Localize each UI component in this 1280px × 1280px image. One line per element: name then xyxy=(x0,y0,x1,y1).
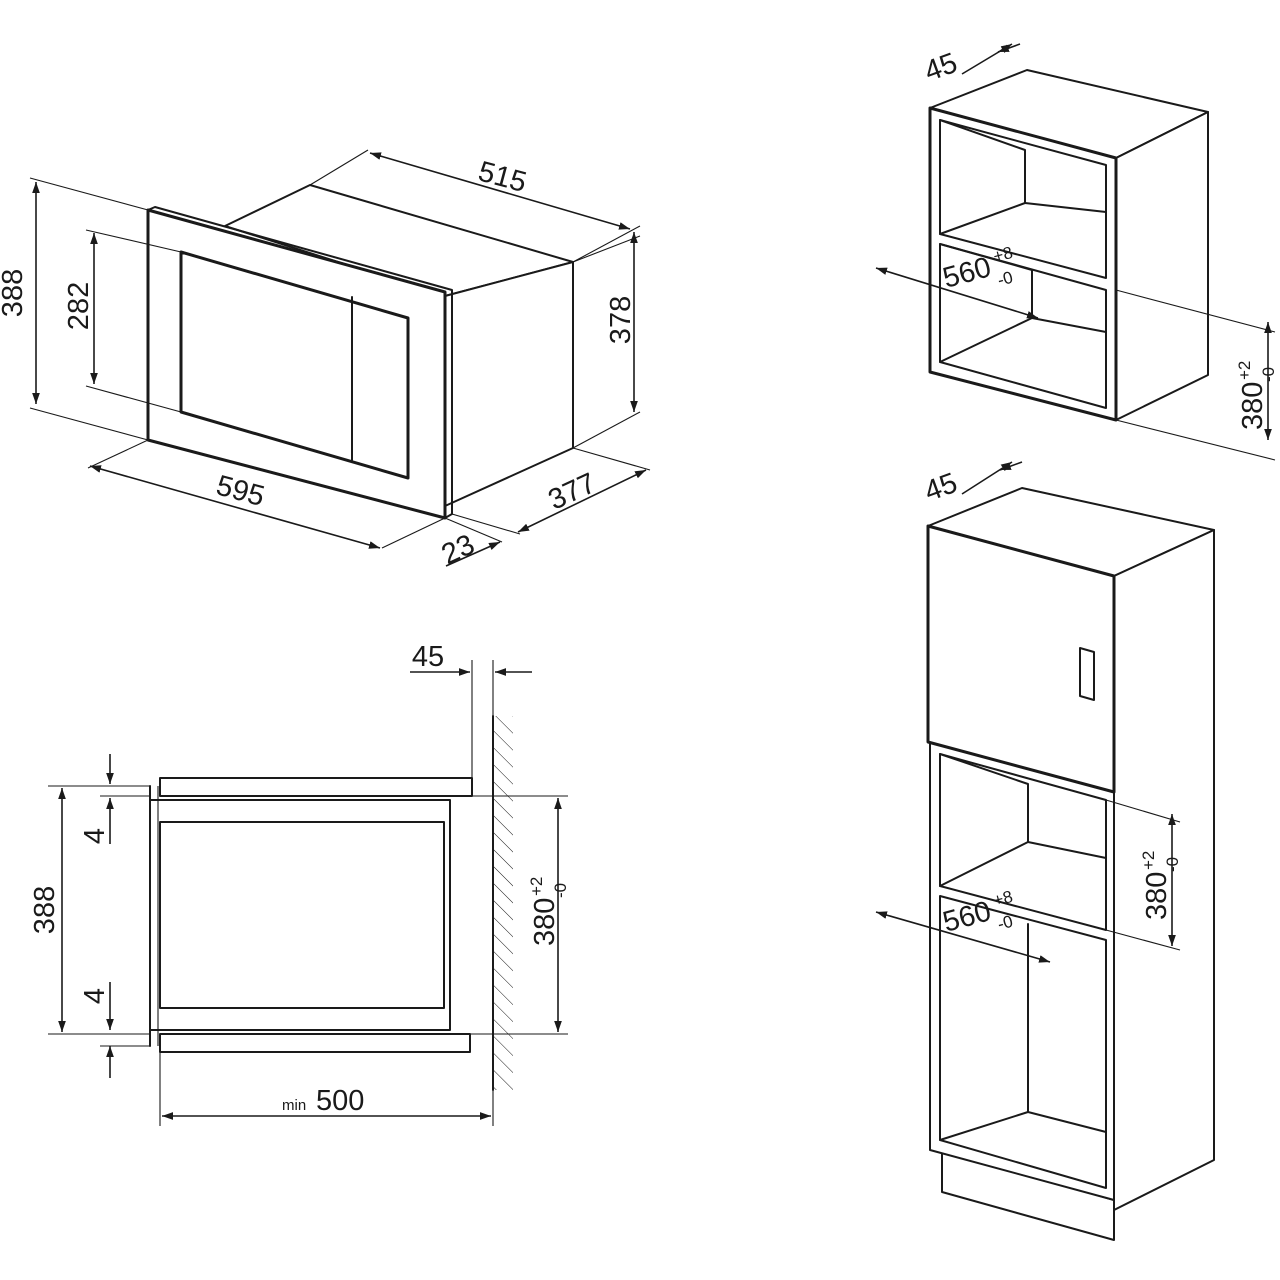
cabinet-lower-back-line xyxy=(1031,317,1107,333)
dim-niche-width-arrow xyxy=(875,267,1039,319)
cabinet-lower-back-line xyxy=(939,317,1033,363)
ext-line xyxy=(1115,289,1276,333)
tall-upper-door xyxy=(926,524,1116,794)
dim-window-height-label: 282 xyxy=(63,282,95,330)
dim-rear-gap-arrow xyxy=(961,43,1013,75)
dim-depth-arrow xyxy=(517,469,647,533)
dim-rear-gap-arrow xyxy=(961,461,1013,495)
dim-niche-height-tol-minus: -0 xyxy=(551,883,570,898)
dim-niche-height-tol-plus: +2 xyxy=(1139,851,1158,870)
ext-line xyxy=(309,149,369,186)
upper-shelf xyxy=(159,777,473,797)
ext-line xyxy=(1105,929,1181,951)
dim-front-width-label: 595 xyxy=(213,470,268,513)
cabinet-top-unit: 45 560 +8 -0 380 +2 -0 xyxy=(875,43,1278,461)
ext-line xyxy=(572,411,641,449)
dim-rear-gap-label: 45 xyxy=(920,47,961,88)
ext-line xyxy=(381,517,446,549)
ext-line xyxy=(451,513,521,535)
tall-niche-back xyxy=(939,753,1029,843)
dim-niche-height-label: 380 xyxy=(1141,872,1173,920)
dim-niche-width-arrow xyxy=(875,911,1051,963)
oven-isometric-view: 515 388 282 378 595 377 23 xyxy=(0,149,651,572)
tall-door-handle xyxy=(1079,647,1095,701)
dim-niche-width-tol-plus: +8 xyxy=(991,887,1015,910)
dim-body-height-label: 378 xyxy=(605,296,637,344)
ext-line xyxy=(87,439,149,469)
ext-line xyxy=(29,407,149,441)
dim-niche-height-label: 380 xyxy=(529,898,561,946)
dim-depth-prefix: min xyxy=(282,1097,306,1114)
ext-line xyxy=(572,225,641,263)
dim-bottom-gap-label: 4 xyxy=(79,988,111,1004)
cabinet-right-side xyxy=(1115,111,1209,421)
dim-niche-height-group: 380 +2 -0 xyxy=(527,877,570,946)
oven-side-body xyxy=(149,799,451,1031)
ext-line xyxy=(85,385,182,413)
dim-niche-height-tol-minus: -0 xyxy=(1163,857,1182,872)
dim-niche-width-tol-plus: +8 xyxy=(991,243,1015,266)
side-section-view: 45 388 4 4 380 +2 -0 min 500 xyxy=(29,641,570,1126)
dim-niche-width-tol-minus: -0 xyxy=(995,268,1015,290)
dim-niche-height-label: 380 xyxy=(1237,382,1269,430)
dim-total-height-label: 388 xyxy=(29,886,61,934)
ext-line xyxy=(444,517,503,543)
dim-niche-height-tol-minus: -0 xyxy=(1259,367,1278,382)
cabinet-upper-back xyxy=(939,119,1107,213)
dim-rear-gap-label: 45 xyxy=(920,467,961,508)
oven-front-edge xyxy=(147,206,453,519)
dim-niche-height-group: 380 +2 -0 xyxy=(1235,361,1278,430)
cabinet-lower-niche xyxy=(939,243,1107,409)
dim-width-label: 515 xyxy=(475,156,530,199)
dim-niche-width-tol-minus: -0 xyxy=(995,912,1015,934)
dim-front-thickness-arrow xyxy=(445,541,501,567)
lower-shelf xyxy=(159,1033,471,1053)
dim-front-thickness-label: 23 xyxy=(437,529,480,572)
ext-line xyxy=(85,229,182,253)
tall-niche-back-line xyxy=(939,841,1029,887)
dim-width-arrow xyxy=(369,152,631,230)
dim-front-width-arrow xyxy=(89,465,381,549)
oven-side-inner xyxy=(159,821,445,1009)
tall-lower-compartment xyxy=(939,895,1107,1189)
dim-top-gap-label: 4 xyxy=(79,828,111,844)
dim-niche-height-group: 380 +2 -0 xyxy=(1139,851,1182,920)
dim-rear-gap-arrow xyxy=(999,461,1023,471)
ext-line xyxy=(29,177,149,211)
ext-line xyxy=(572,447,651,471)
tall-niche-back-line xyxy=(1027,841,1107,859)
dim-rear-gap-label: 45 xyxy=(412,641,444,673)
dim-niche-height-tol-plus: +2 xyxy=(1235,361,1254,380)
ext-line xyxy=(1115,419,1276,461)
tall-lower-back-line xyxy=(1027,1111,1107,1133)
wall-hatching xyxy=(493,716,513,1090)
cabinet-upper-back-line xyxy=(939,202,1026,235)
tall-carcass-front xyxy=(929,739,1115,1201)
cabinet-tall-unit: 45 560 +8 -0 380 +2 -0 xyxy=(875,461,1215,1241)
dim-niche-height-tol-plus: +2 xyxy=(527,877,546,896)
ext-line xyxy=(572,235,641,263)
oven-door-window xyxy=(179,250,410,480)
dim-rear-gap-arrow xyxy=(997,43,1021,53)
ext-line xyxy=(1105,799,1181,823)
dim-depth-label: 377 xyxy=(544,467,601,516)
dim-depth-label: 500 xyxy=(316,1085,364,1117)
oven-body-side xyxy=(444,261,574,507)
dim-total-height-label: 388 xyxy=(0,269,29,317)
cabinet-upper-opening xyxy=(939,119,1107,279)
